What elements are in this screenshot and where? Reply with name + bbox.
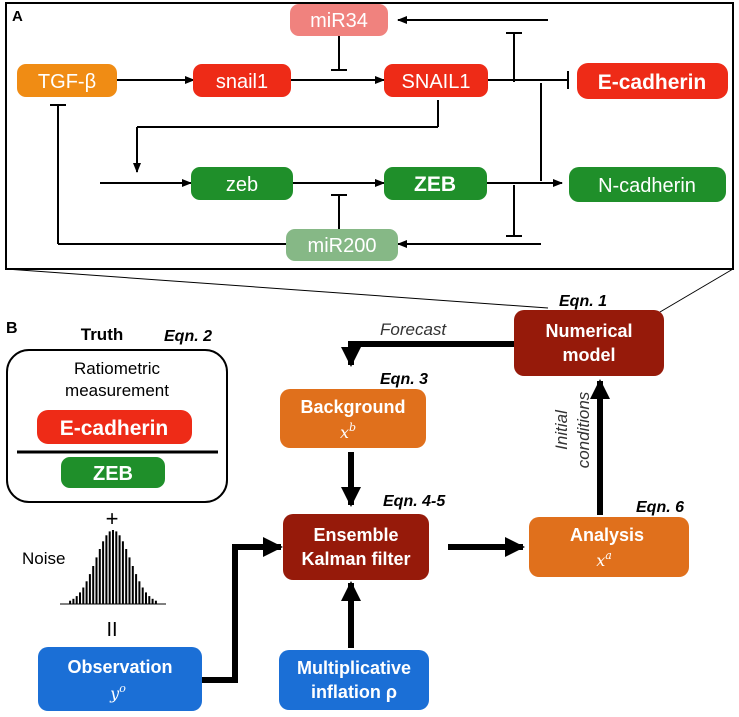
noise-bar xyxy=(145,592,147,604)
noise-bar xyxy=(112,530,114,604)
panel-a-label: A xyxy=(12,8,23,25)
noise-bar xyxy=(118,535,121,604)
inflation-label-1: Multiplicative xyxy=(297,658,411,678)
panel-a-edges xyxy=(50,16,569,248)
noise-bar xyxy=(125,549,128,604)
zoom-line-left xyxy=(5,268,549,309)
background-label: Background xyxy=(300,397,405,417)
eqn2-label: Eqn. 2 xyxy=(164,328,212,345)
ratio-numerator: E-cadherin xyxy=(37,410,192,444)
ratio-line-2: measurement xyxy=(65,381,169,400)
eqn6-label: Eqn. 6 xyxy=(636,499,684,516)
noise-bar xyxy=(85,581,88,604)
model-label-1: Numerical xyxy=(545,321,632,341)
node-snail1-label: snail1 xyxy=(216,71,268,93)
noise-bar xyxy=(128,557,131,604)
ratio-denominator-label: ZEB xyxy=(93,463,133,485)
noise-bar xyxy=(105,535,108,604)
eqn45-label: Eqn. 4-5 xyxy=(383,493,446,510)
node-tgfb-label: TGF-β xyxy=(38,71,96,93)
arrow-model-background xyxy=(341,341,514,367)
noise-bar xyxy=(82,587,85,604)
forecast-label: Forecast xyxy=(380,320,447,339)
node-snail1-protein-label: SNAIL1 xyxy=(402,71,471,93)
node-zeb-protein: ZEB xyxy=(384,167,487,200)
noise-bar xyxy=(154,600,157,604)
analysis-label: Analysis xyxy=(570,525,644,545)
noise-bar xyxy=(138,581,141,604)
node-analysis: Analysis xa xyxy=(529,517,689,577)
inflation-label-2: inflation ρ xyxy=(311,682,397,702)
observation-symbol: yo xyxy=(109,682,126,703)
truth-label: Truth xyxy=(81,325,124,344)
node-tgfb: TGF-β xyxy=(17,64,117,97)
eqn3-label: Eqn. 3 xyxy=(380,371,428,388)
node-ncad: N-cadherin xyxy=(569,167,726,202)
node-numerical-model: Numerical model xyxy=(514,310,664,376)
noise-bar xyxy=(115,531,118,604)
node-zeb: zeb xyxy=(191,167,293,200)
noise-bar xyxy=(75,596,78,604)
plus-sign: + xyxy=(106,506,119,531)
node-snail1: snail1 xyxy=(193,64,291,97)
noise-bar xyxy=(141,587,144,604)
noise-label: Noise xyxy=(22,549,65,568)
zoom-line-right xyxy=(659,268,734,313)
noise-bar xyxy=(108,531,111,604)
noise-bar xyxy=(72,598,75,604)
conditions-label: conditions xyxy=(574,391,593,468)
node-snail1-protein: SNAIL1 xyxy=(384,64,488,97)
background-symbol: xb xyxy=(340,421,356,442)
node-ncad-label: N-cadherin xyxy=(598,175,696,197)
node-observation: Observation yo xyxy=(38,647,202,711)
enkf-label-1: Ensemble xyxy=(313,525,398,545)
node-mir34: miR34 xyxy=(290,4,388,36)
noise-bar xyxy=(92,566,95,604)
noise-bar xyxy=(151,598,154,604)
noise-bar xyxy=(88,574,91,604)
noise-bar xyxy=(102,541,105,604)
node-ecad-label: E-cadherin xyxy=(598,71,707,94)
eqn1-label: Eqn. 1 xyxy=(559,293,607,310)
noise-bar xyxy=(79,592,81,604)
noise-histogram xyxy=(60,530,166,605)
node-background: Background xb xyxy=(280,389,426,448)
noise-bar xyxy=(121,541,124,604)
noise-bar xyxy=(95,557,98,604)
flow-arrows xyxy=(202,341,610,683)
panel-a-frame xyxy=(5,2,734,270)
enkf-label-2: Kalman filter xyxy=(301,549,410,569)
noise-bar xyxy=(135,574,138,604)
node-inflation: Multiplicative inflation ρ xyxy=(279,650,429,710)
analysis-symbol: xa xyxy=(596,549,612,570)
node-mir34-label: miR34 xyxy=(310,10,368,32)
node-ecad: E-cadherin xyxy=(577,63,728,99)
initial-label: Initial xyxy=(552,409,571,450)
ratio-denominator: ZEB xyxy=(61,457,165,488)
node-zeb-protein-label: ZEB xyxy=(414,173,456,196)
ratio-numerator-label: E-cadherin xyxy=(60,417,169,440)
observation-label: Observation xyxy=(67,657,172,677)
noise-bar xyxy=(131,566,134,604)
noise-bar xyxy=(69,600,72,604)
noise-bar xyxy=(148,596,151,604)
model-label-2: model xyxy=(562,345,615,365)
noise-bar xyxy=(98,549,101,604)
arrow-observation-enkf xyxy=(202,537,283,683)
node-zeb-label: zeb xyxy=(226,174,258,196)
node-enkf: Ensemble Kalman filter xyxy=(283,514,429,580)
node-mir200: miR200 xyxy=(286,229,398,261)
panel-b-label: B xyxy=(6,320,18,337)
node-mir200-label: miR200 xyxy=(308,235,377,257)
ratio-line-1: Ratiometric xyxy=(74,359,160,378)
equals-sign: II xyxy=(106,619,117,641)
